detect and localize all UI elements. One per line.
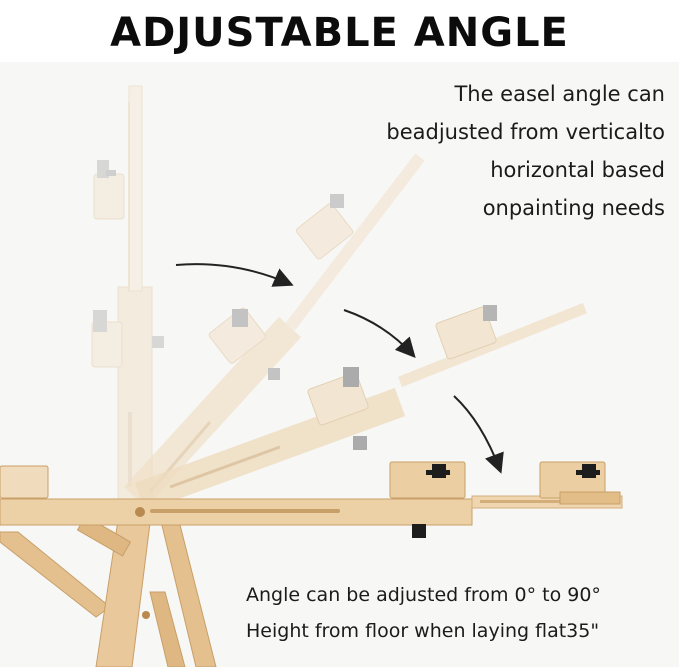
knob-icon: [412, 524, 426, 538]
description-line: onpainting needs: [482, 196, 665, 220]
description-line: The easel angle can: [454, 82, 665, 106]
knob-icon: [483, 305, 497, 321]
easel-horizontal-position: [0, 461, 623, 667]
angle-range-spec: Angle can be adjusted from 0° to 90°: [246, 584, 601, 606]
easel-vertical-position: [91, 85, 164, 508]
easel-upper-diagonal-position: [123, 153, 425, 508]
knob-icon: [93, 310, 107, 332]
description-line: beadjusted from verticalto: [386, 120, 665, 144]
knob-icon: [152, 336, 164, 348]
description-line: horizontal based: [490, 158, 665, 182]
easel-drawing: [0, 85, 623, 667]
arrow-icon: [343, 309, 416, 358]
knob-icon: [330, 194, 344, 208]
page-title: ADJUSTABLE ANGLE: [110, 10, 569, 56]
specifications: Angle can be adjusted from 0° to 90° Hei…: [246, 577, 666, 649]
easel-illustration: The easel angle can beadjusted from vert…: [0, 62, 679, 667]
header-bar: ADJUSTABLE ANGLE: [0, 0, 679, 62]
flat-height-spec: Height from floor when laying flat35": [246, 620, 600, 642]
knob-icon: [232, 309, 248, 327]
knob-icon: [353, 436, 367, 450]
arrow-icon: [175, 263, 294, 287]
knob-icon: [343, 367, 359, 387]
arrow-icon: [453, 395, 504, 474]
knob-icon: [268, 368, 280, 380]
easel-lower-diagonal-position: [134, 302, 588, 512]
angle-description: The easel angle can beadjusted from vert…: [345, 75, 665, 227]
